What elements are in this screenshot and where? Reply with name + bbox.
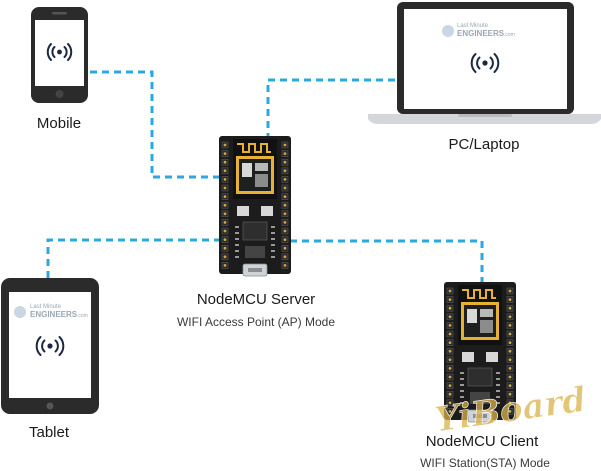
laptop-label: PC/Laptop [449,136,520,153]
mobile-device [31,7,88,103]
svg-text:Last Minute: Last Minute [457,23,489,29]
svg-text:.com: .com [77,313,88,319]
brand-logo: Last Minute ENGINEERS .com [14,304,88,319]
nodemcu-server-board [219,136,291,277]
link-server-client [290,239,484,282]
link-tablet-server [46,238,219,278]
link-laptop-server [266,78,395,137]
nodemcu-client-board [444,282,516,423]
server-mode: WIFI Access Point (AP) Mode [177,315,335,329]
svg-text:.com: .com [504,32,515,38]
laptop-device: Last Minute ENGINEERS .com [368,2,601,124]
wifi-signal-icon [470,53,500,73]
client-title: NodeMCU Client [426,433,539,450]
wifi-signal-icon [35,336,65,356]
svg-text:Last Minute: Last Minute [30,304,62,310]
server-title: NodeMCU Server [197,291,315,308]
svg-text:ENGINEERS: ENGINEERS [30,310,78,319]
mobile-label: Mobile [37,115,81,132]
connection-links [46,70,484,282]
svg-text:ENGINEERS: ENGINEERS [457,29,505,38]
wifi-signal-icon [46,43,73,61]
tablet-label: Tablet [29,424,70,441]
brand-logo: Last Minute ENGINEERS .com [442,23,515,38]
tablet-device: Last Minute ENGINEERS .com [1,278,99,414]
client-mode: WIFI Station(STA) Mode [420,456,550,470]
link-mobile-server [90,70,219,179]
